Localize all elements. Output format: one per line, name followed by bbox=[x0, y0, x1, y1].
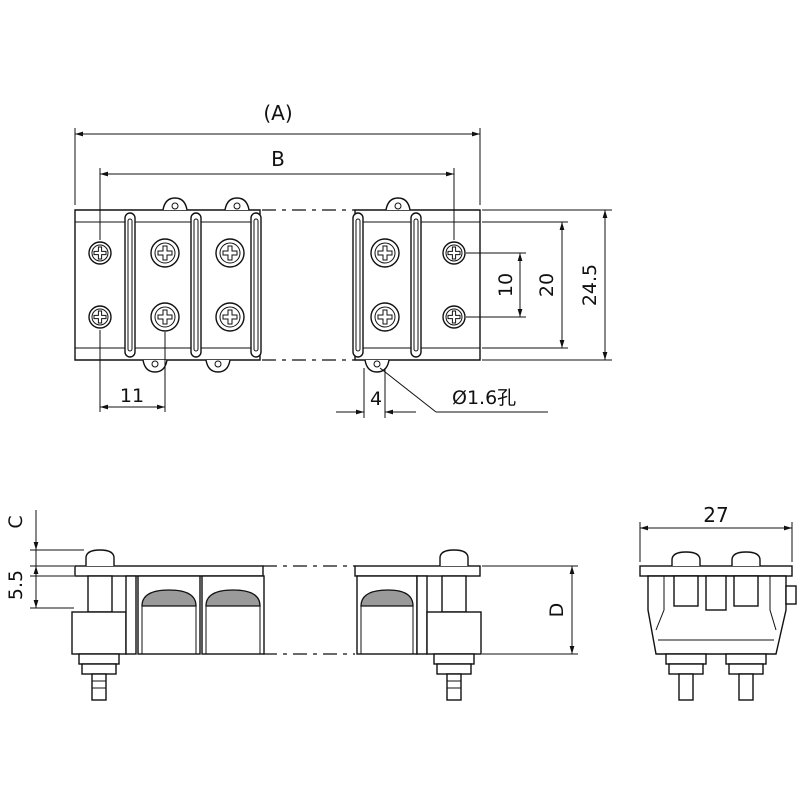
dim-screw-head: C bbox=[5, 515, 27, 528]
dim-overall-length: (A) bbox=[263, 101, 292, 125]
dim-terminal-pitch: 11 bbox=[120, 385, 144, 407]
dim-hole-note: Ø1.6孔 bbox=[452, 387, 516, 409]
left-block-body bbox=[74, 209, 261, 361]
dim-mount-height: 20 bbox=[536, 273, 558, 297]
dim-plate-thickness: 5.5 bbox=[5, 570, 27, 600]
dim-height: D bbox=[546, 603, 568, 618]
dim-inner-pitch: 10 bbox=[495, 273, 517, 297]
dim-mounting-pitch: B bbox=[271, 147, 285, 171]
dim-side-width: 27 bbox=[703, 503, 728, 527]
dim-overall-width: 24.5 bbox=[579, 264, 601, 306]
side-view: 27 bbox=[639, 503, 797, 701]
front-view: C 5.5 D bbox=[5, 510, 578, 701]
dim-hole-offset: 4 bbox=[370, 388, 382, 410]
top-view: (A) B 11 4 Ø1.6孔 10 20 24 bbox=[74, 101, 612, 418]
